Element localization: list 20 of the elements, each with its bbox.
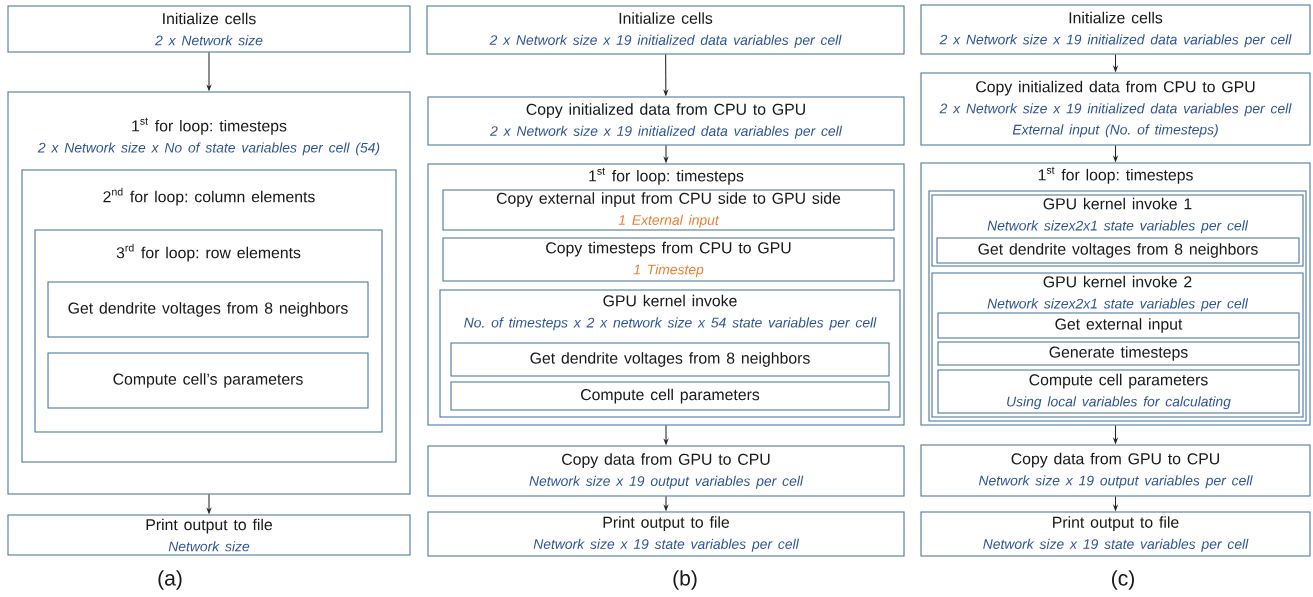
process-box: Copy external input from CPU side to GPU side 1 External input (442, 189, 895, 231)
process-box: Compute cell’s parameters (47, 352, 369, 409)
process-box: Initialize cells 2 x Network size x 19 initialized data variables per cell (426, 5, 905, 55)
process-box: Copy data from GPU to CPU Network size x 19 output variables per cell (920, 444, 1311, 497)
process-box: Copy data from GPU to CPU Network size x 19 output variables per cell (427, 445, 905, 497)
process-box: Copy timesteps from CPU to GPU 1 Timestep (442, 237, 895, 282)
process-box: Compute cell parameters (450, 381, 890, 411)
process-box: Get external input (937, 312, 1300, 339)
process-box: Compute cell parameters Using local variables for calculating (937, 369, 1300, 414)
process-box: Get dendrite voltages from 8 neighbors (47, 281, 369, 338)
process-box: Initialize cells 2 x Network size x 19 initialized data variables per cell (920, 4, 1311, 55)
process-box: Print output to file Network size (7, 514, 411, 556)
process-box: Copy initialized data from CPU to GPU 2 x Network size x 19 initialized data variables per cell (427, 96, 905, 146)
process-box: Initialize cells 2 x Network size (7, 5, 411, 53)
process-box: Print output to file Network size x 19 state variables per cell (427, 511, 905, 557)
process-box: Get dendrite voltages from 8 neighbors (936, 237, 1300, 264)
process-box: Get dendrite voltages from 8 neighbors (450, 342, 890, 377)
process-box: Generate timesteps (937, 341, 1300, 366)
process-box: Print output to file Network size x 19 state variables per cell (920, 511, 1311, 557)
process-box: Copy initialized data from CPU to GPU 2 x Network size x 19 initialized data variables per cell External input (No. of timesteps) (920, 72, 1311, 146)
